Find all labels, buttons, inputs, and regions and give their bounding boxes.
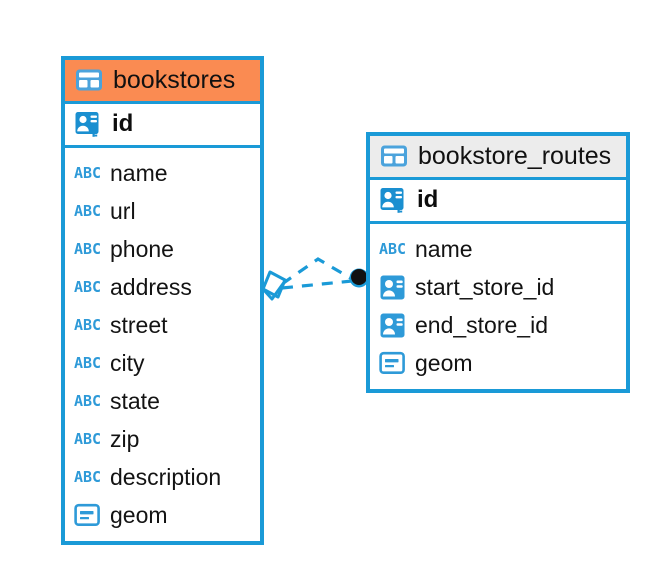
svg-text:ABC: ABC	[74, 392, 101, 410]
field-label: zip	[110, 425, 140, 452]
foreign-key-icon	[379, 274, 406, 301]
text-abc-icon: ABC	[74, 467, 101, 487]
entity-header-bookstore-routes[interactable]: bookstore_routes	[370, 136, 626, 180]
field-label: street	[110, 311, 168, 338]
primary-key-label: id	[417, 186, 439, 213]
field-row[interactable]: start_store_id	[379, 268, 617, 306]
field-label: name	[110, 159, 168, 186]
field-row[interactable]: ABC state	[74, 382, 251, 420]
primary-key-label: id	[112, 110, 134, 137]
svg-text:ABC: ABC	[74, 468, 101, 486]
svg-text:ABC: ABC	[74, 202, 101, 220]
relationship-line-lower	[281, 279, 353, 290]
entity-bookstore-routes[interactable]: bookstore_routes id	[366, 132, 630, 393]
text-abc-icon: ABC	[74, 239, 101, 259]
svg-text:ABC: ABC	[74, 316, 101, 334]
field-row[interactable]: ABC name	[74, 154, 251, 192]
field-row[interactable]: ABC address	[74, 268, 251, 306]
diamond-marker	[261, 270, 287, 301]
text-abc-icon: ABC	[74, 391, 101, 411]
text-abc-icon: ABC	[74, 277, 101, 297]
field-label: end_store_id	[415, 311, 548, 338]
field-label: geom	[415, 349, 473, 376]
entity-primary-key-row[interactable]: id	[370, 180, 626, 224]
field-row[interactable]: ABC phone	[74, 230, 251, 268]
field-label: geom	[110, 501, 168, 528]
field-label: city	[110, 349, 145, 376]
field-row[interactable]: geom	[74, 496, 251, 534]
entity-title: bookstores	[113, 65, 236, 94]
field-row[interactable]: ABC name	[379, 230, 617, 268]
geometry-icon	[74, 503, 101, 527]
entity-primary-key-row[interactable]: id	[65, 104, 260, 148]
field-label: phone	[110, 235, 174, 262]
field-label: url	[110, 197, 136, 224]
svg-text:ABC: ABC	[74, 278, 101, 296]
geometry-icon	[379, 351, 406, 375]
text-abc-icon: ABC	[379, 239, 406, 259]
entity-field-list: ABC name ABC url ABC p	[65, 148, 260, 541]
field-row[interactable]: ABC url	[74, 192, 251, 230]
svg-text:ABC: ABC	[74, 240, 101, 258]
relationship-line-upper	[281, 257, 353, 286]
svg-text:ABC: ABC	[74, 430, 101, 448]
text-abc-icon: ABC	[74, 163, 101, 183]
entity-field-list: ABC name start_store_id	[370, 224, 626, 389]
text-abc-icon: ABC	[74, 429, 101, 449]
field-label: start_store_id	[415, 273, 555, 300]
table-icon	[74, 65, 104, 95]
svg-text:ABC: ABC	[74, 354, 101, 372]
table-icon	[379, 141, 409, 171]
entity-title: bookstore_routes	[418, 141, 612, 170]
field-label: name	[415, 235, 473, 262]
foreign-key-icon	[379, 312, 406, 339]
entity-header-bookstores[interactable]: bookstores	[65, 60, 260, 104]
field-row[interactable]: geom	[379, 344, 617, 382]
field-row[interactable]: ABC street	[74, 306, 251, 344]
field-label: address	[110, 273, 192, 300]
text-abc-icon: ABC	[74, 315, 101, 335]
primary-key-icon	[379, 185, 409, 215]
field-row[interactable]: ABC description	[74, 458, 251, 496]
svg-text:ABC: ABC	[379, 240, 406, 258]
text-abc-icon: ABC	[74, 201, 101, 221]
field-label: description	[110, 463, 222, 490]
field-label: state	[110, 387, 160, 414]
primary-key-icon	[74, 109, 104, 139]
field-row[interactable]: end_store_id	[379, 306, 617, 344]
entity-bookstores[interactable]: bookstores id	[61, 56, 264, 545]
text-abc-icon: ABC	[74, 353, 101, 373]
field-row[interactable]: ABC city	[74, 344, 251, 382]
svg-text:ABC: ABC	[74, 164, 101, 182]
field-row[interactable]: ABC zip	[74, 420, 251, 458]
